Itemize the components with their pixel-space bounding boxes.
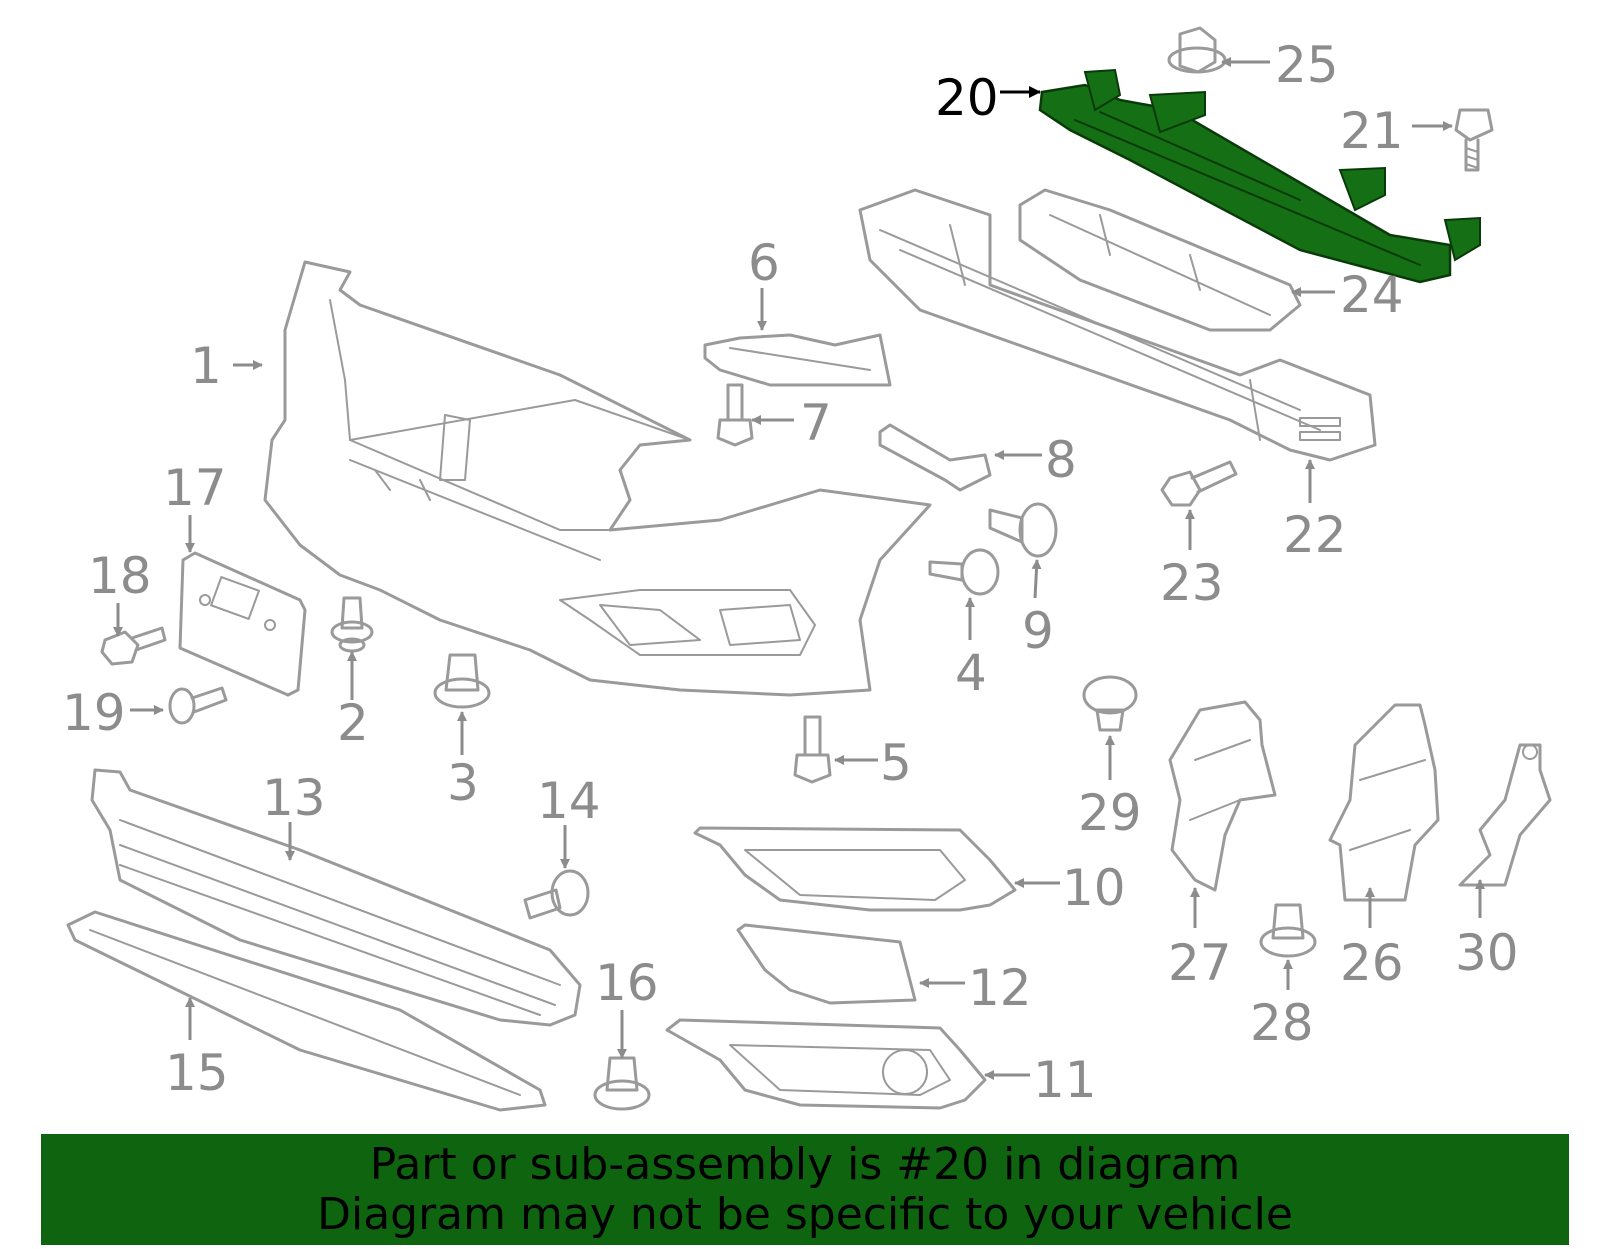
- callout-2[interactable]: 2: [337, 694, 369, 752]
- callout-26[interactable]: 26: [1340, 934, 1404, 992]
- part-6-bracket[interactable]: [703, 333, 892, 387]
- callout-1[interactable]: 1: [190, 337, 222, 395]
- callout-5[interactable]: 5: [880, 734, 912, 792]
- part-18-bolt[interactable]: [100, 626, 167, 666]
- callout-20[interactable]: 20: [935, 69, 999, 127]
- callout-7[interactable]: 7: [800, 394, 832, 452]
- part-11-fog-bezel[interactable]: [665, 1018, 987, 1110]
- part-30-bracket[interactable]: [1458, 743, 1552, 887]
- callout-6[interactable]: 6: [748, 234, 780, 292]
- part-7-bolt[interactable]: [716, 383, 754, 447]
- part-23-bolt[interactable]: [1160, 460, 1238, 507]
- callout-8[interactable]: 8: [1045, 431, 1077, 489]
- part-16-clip[interactable]: [593, 1056, 651, 1111]
- part-19-screw[interactable]: [168, 686, 228, 725]
- callout-25[interactable]: 25: [1275, 36, 1339, 94]
- callout-23[interactable]: 23: [1160, 554, 1224, 612]
- callout-27[interactable]: 27: [1168, 934, 1232, 992]
- callout-24[interactable]: 24: [1340, 266, 1404, 324]
- part-21-bolt[interactable]: [1454, 108, 1494, 172]
- part-1-bumper-cover[interactable]: [263, 260, 932, 697]
- part-4-clip[interactable]: [928, 548, 1000, 596]
- callout-4[interactable]: 4: [955, 644, 987, 702]
- callout-12[interactable]: 12: [968, 959, 1032, 1017]
- part-8-strip[interactable]: [878, 423, 992, 492]
- part-28-clip[interactable]: [1259, 903, 1317, 958]
- callout-11[interactable]: 11: [1033, 1051, 1097, 1109]
- part-22-absorber[interactable]: [858, 188, 1377, 462]
- callout-13[interactable]: 13: [262, 769, 326, 827]
- info-banner: Part or sub-assembly is #20 in diagram D…: [41, 1134, 1569, 1245]
- callout-30[interactable]: 30: [1455, 924, 1519, 982]
- part-24-shield[interactable]: [1018, 188, 1302, 332]
- part-13-grille[interactable]: [90, 768, 582, 1027]
- part-3-clip[interactable]: [433, 653, 491, 709]
- callout-18[interactable]: 18: [88, 547, 152, 605]
- banner-line-part: Part or sub-assembly is #20 in diagram: [369, 1138, 1241, 1190]
- part-15-lower-strip[interactable]: [66, 910, 547, 1112]
- part-17-license-bracket[interactable]: [178, 551, 307, 697]
- callout-16[interactable]: 16: [595, 954, 659, 1012]
- part-10-fog-bezel[interactable]: [693, 826, 1017, 912]
- part-2-screw[interactable]: [330, 596, 374, 653]
- part-27-bracket[interactable]: [1168, 700, 1277, 892]
- banner-line-disclaimer: Diagram may not be specific to your vehi…: [317, 1188, 1293, 1240]
- leader-lines: [113, 57, 1485, 1080]
- callout-22[interactable]: 22: [1283, 506, 1347, 564]
- part-14-screw[interactable]: [523, 869, 590, 920]
- callout-9[interactable]: 9: [1022, 602, 1054, 660]
- part-9-clip[interactable]: [988, 502, 1058, 558]
- part-29-clip[interactable]: [1082, 675, 1138, 732]
- callout-21[interactable]: 21: [1340, 102, 1404, 160]
- part-12-cover[interactable]: [736, 923, 917, 1005]
- part-5-bolt[interactable]: [793, 715, 832, 784]
- callout-14[interactable]: 14: [537, 772, 601, 830]
- callout-19[interactable]: 19: [62, 684, 126, 742]
- part-25-clip[interactable]: [1167, 26, 1227, 74]
- callout-17[interactable]: 17: [163, 459, 227, 517]
- part-26-bracket[interactable]: [1328, 703, 1440, 902]
- callout-28[interactable]: 28: [1250, 994, 1314, 1052]
- callout-3[interactable]: 3: [447, 754, 479, 812]
- callout-10[interactable]: 10: [1062, 859, 1126, 917]
- callout-29[interactable]: 29: [1078, 784, 1142, 842]
- callout-labels: 1 2 3 4 5 6 7 8 9 10 11 12 13 14 15 16 1…: [62, 36, 1519, 1109]
- part-20-upper-beam[interactable]: [1038, 68, 1481, 284]
- callout-15[interactable]: 15: [165, 1044, 229, 1102]
